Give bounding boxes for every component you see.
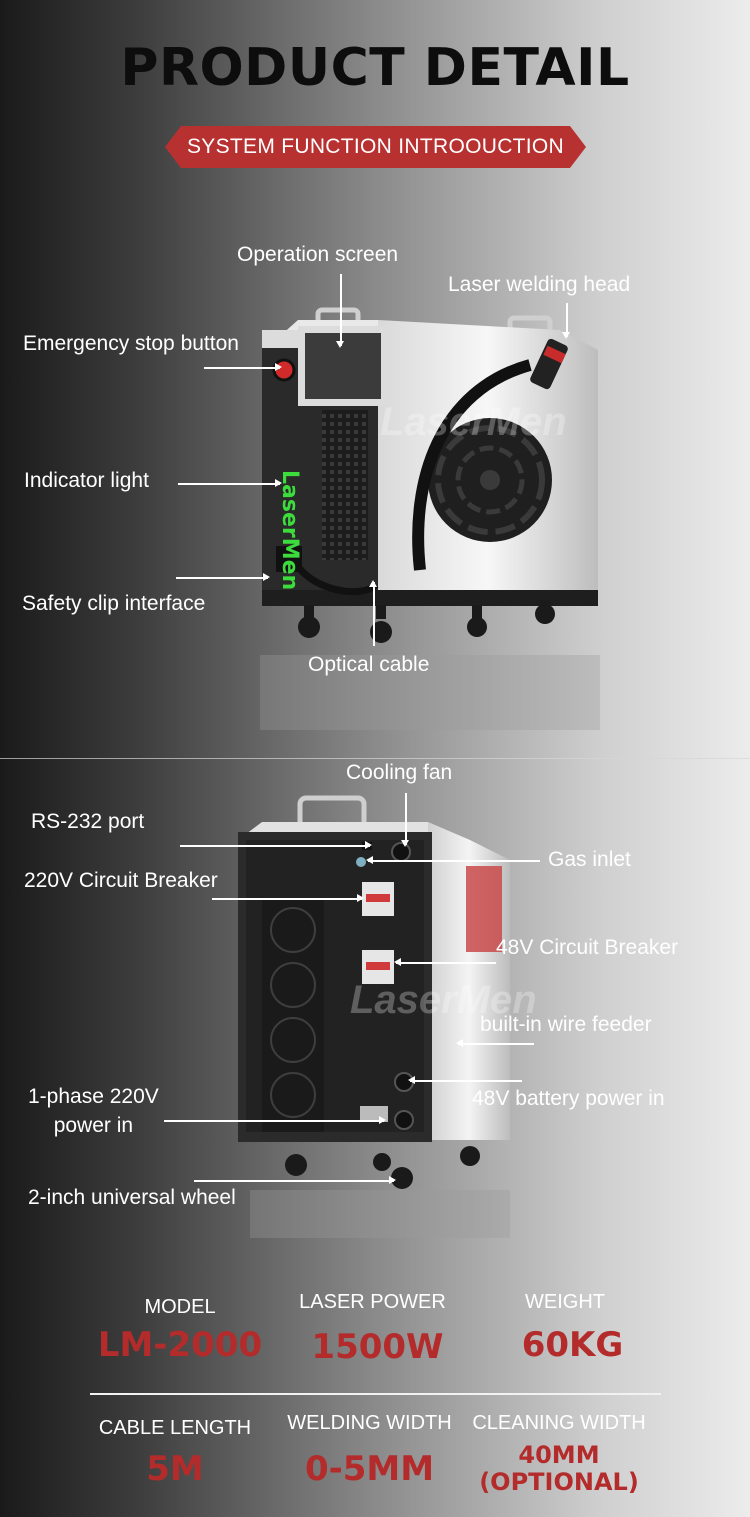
- spec-divider: [90, 1393, 661, 1395]
- ribbon-label: SYSTEM FUNCTION INTROOUCTION: [186, 135, 565, 158]
- spec-value-model: LM-2000: [97, 1325, 263, 1365]
- spec-label-laser-power: LASER POWER: [299, 1291, 446, 1313]
- label-wire-feeder: built-in wire feeder: [480, 1013, 652, 1036]
- spec-value-welding-width: 0-5MM: [304, 1449, 435, 1489]
- callout-line-wire-feeder: [456, 1040, 534, 1046]
- label-safety-clip: Safety clip interface: [22, 592, 206, 615]
- callout-line-220v-breaker: [212, 895, 364, 901]
- spec-value-cleaning-width-note: (OPTIONAL): [479, 1468, 639, 1496]
- callout-line-operation-screen: [337, 274, 343, 348]
- back-machine-illustration: [238, 795, 510, 1238]
- callout-line-welding-head: [563, 303, 569, 339]
- spec-label-model: MODEL: [144, 1296, 216, 1318]
- label-gas-inlet: Gas inlet: [548, 848, 631, 871]
- label-operation-screen: Operation screen: [237, 243, 399, 266]
- label-48v-breaker: 48V Circuit Breaker: [496, 936, 679, 959]
- callout-line-rs232: [180, 842, 372, 848]
- label-220v-breaker: 220V Circuit Breaker: [24, 869, 218, 892]
- callout-line-48v-battery: [408, 1077, 522, 1083]
- callout-line-optical-cable: [370, 580, 376, 646]
- spec-value-laser-power: 1500W: [311, 1327, 444, 1367]
- spec-value-cleaning-width: 40MM: [518, 1441, 600, 1469]
- section-divider: [0, 758, 750, 759]
- callout-line-48v-breaker: [394, 959, 496, 965]
- spec-label-welding-width: WELDING WIDTH: [287, 1412, 452, 1434]
- label-1phase-220v: 1-phase 220V power in: [28, 1084, 159, 1138]
- callout-line-safety-clip: [176, 574, 270, 580]
- callout-line-cooling-fan: [402, 793, 408, 847]
- callout-line-universal-wheel: [194, 1177, 396, 1183]
- label-laser-welding-head: Laser welding head: [448, 273, 631, 296]
- page-title: PRODUCT DETAIL: [120, 38, 630, 98]
- front-watermark: LaserMen: [380, 400, 567, 444]
- back-watermark: LaserMen: [350, 978, 537, 1022]
- label-rs232: RS-232 port: [31, 810, 145, 833]
- section-ribbon: SYSTEM FUNCTION INTROOUCTION: [165, 126, 586, 168]
- label-48v-battery: 48V battery power in: [472, 1087, 665, 1110]
- label-optical-cable: Optical cable: [308, 653, 430, 676]
- callout-line-indicator-light: [178, 480, 282, 486]
- callout-line-gas-inlet: [366, 857, 540, 863]
- callout-line-1phase-220v: [164, 1117, 386, 1123]
- label-cooling-fan: Cooling fan: [346, 761, 453, 784]
- spec-label-cable-length: CABLE LENGTH: [98, 1417, 252, 1439]
- label-indicator-light: Indicator light: [24, 469, 149, 492]
- front-machine-illustration: [260, 307, 600, 730]
- spec-value-cable-length: 5M: [146, 1449, 204, 1489]
- label-1phase-220v-line1: 1-phase 220V: [28, 1085, 159, 1108]
- spec-value-weight: 60KG: [521, 1325, 624, 1365]
- callout-line-emergency-stop: [204, 364, 282, 370]
- spec-label-cleaning-width: CLEANING WIDTH: [472, 1412, 646, 1434]
- label-1phase-220v-line2: power in: [53, 1114, 134, 1138]
- brand-vertical-logo: LaserMen: [277, 470, 302, 591]
- label-universal-wheel: 2-inch universal wheel: [28, 1186, 236, 1209]
- spec-label-weight: WEIGHT: [525, 1291, 605, 1313]
- label-emergency-stop: Emergency stop button: [23, 332, 239, 355]
